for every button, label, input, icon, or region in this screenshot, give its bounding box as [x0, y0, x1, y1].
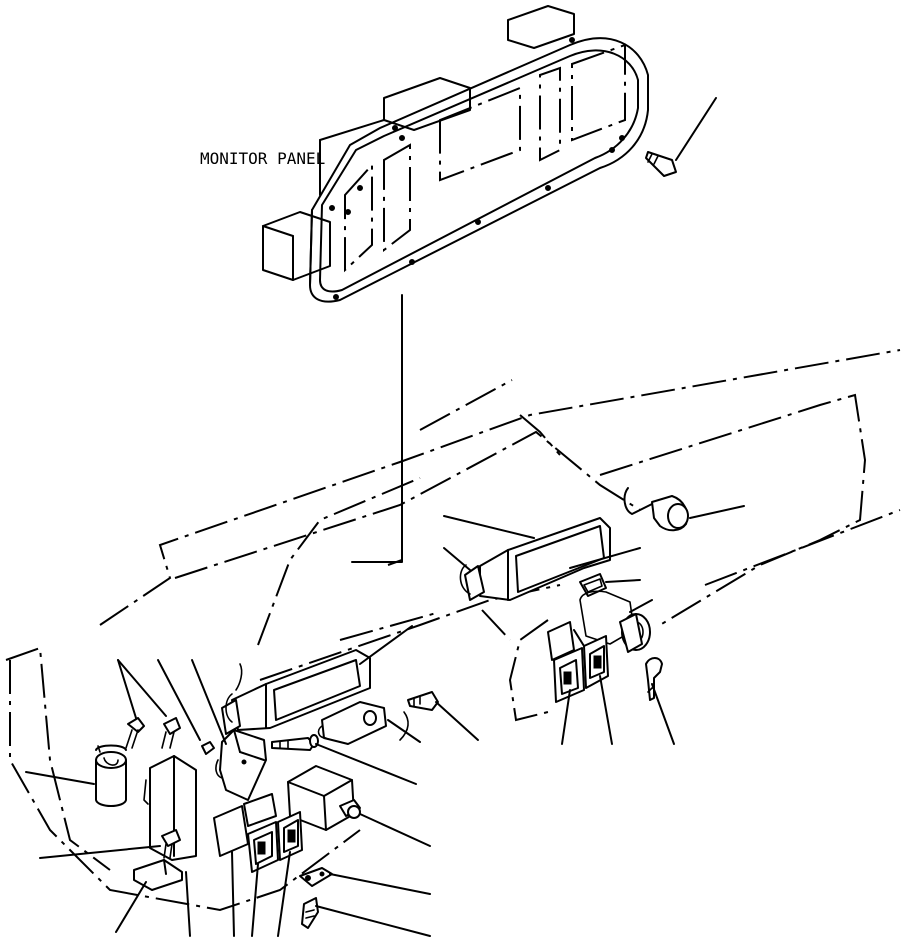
relay-block: [215, 729, 267, 801]
leader-line-switch-module-right-b: [443, 547, 471, 571]
leader-line-relay: [191, 659, 227, 745]
panel-mounting-bolt: [645, 151, 677, 177]
leader-line-bolt-clamp: [435, 701, 479, 741]
leader-line-switch-module-right-a: [443, 515, 535, 539]
leader-line-switch-module-left-a: [359, 625, 413, 665]
leader-line-buzzer: [359, 813, 431, 847]
long-bolt: [271, 734, 319, 751]
hour-meter: [95, 744, 127, 807]
leader-line-clamp: [387, 719, 421, 743]
harness-clamp: [317, 701, 409, 745]
leader-line-lighter: [689, 505, 745, 519]
leader-line-long-bolt: [315, 743, 417, 785]
switch-module-left: [221, 649, 371, 735]
screw-left-a: [125, 717, 145, 749]
cigarette-lighter: [623, 487, 689, 532]
leader-line-switch-module-right-c: [569, 547, 641, 569]
leader-line-lamp: [605, 579, 641, 583]
leader-line-rocker-left-a: [251, 863, 259, 937]
leader-line-rocker-left-base: [231, 851, 235, 937]
leader-line-plate: [115, 881, 147, 933]
leader-line-bolt-bottom: [315, 905, 431, 937]
leader-line-bracket-bottom: [185, 871, 191, 937]
rocker-switches-right: [547, 621, 609, 703]
indicator-lamp: [579, 573, 607, 597]
leader-line-connector: [329, 873, 431, 895]
ignition-key: [645, 657, 663, 701]
starter-switch: [579, 590, 653, 653]
leader-line-rocker-right-b: [599, 675, 613, 745]
bolt-bottom: [301, 897, 319, 929]
leader-line-bracket: [157, 659, 201, 741]
leader-line-screw-b: [117, 659, 167, 717]
leader-line-bolt: [675, 97, 717, 161]
buzzer-box: [287, 765, 361, 831]
leader-line-key: [651, 683, 675, 745]
leader-line-rocker-right-a: [561, 689, 571, 745]
screw-left-b: [161, 717, 181, 749]
leader-line-rocker-left-b: [277, 851, 291, 937]
small-nut: [201, 741, 215, 755]
small-plate: [133, 859, 183, 891]
monitor-panel-label: MONITOR PANEL: [200, 149, 325, 168]
monitor-panel-box-top: [507, 5, 575, 49]
screw-bracket: [161, 829, 181, 859]
leader-line-hour-meter: [25, 771, 95, 785]
leader-line-screw-a: [117, 659, 137, 719]
monitor-panel-box-left: [262, 211, 331, 281]
dashboard-outline: [5, 349, 901, 912]
monitor-panel-assembly: [262, 5, 649, 303]
monitor-panel-body: [309, 37, 649, 303]
bolt-clamp: [407, 691, 439, 711]
rocker-switches-left: [213, 793, 303, 873]
leader-line-screw-bracket: [39, 845, 161, 859]
mounting-reference-line: [351, 294, 403, 563]
